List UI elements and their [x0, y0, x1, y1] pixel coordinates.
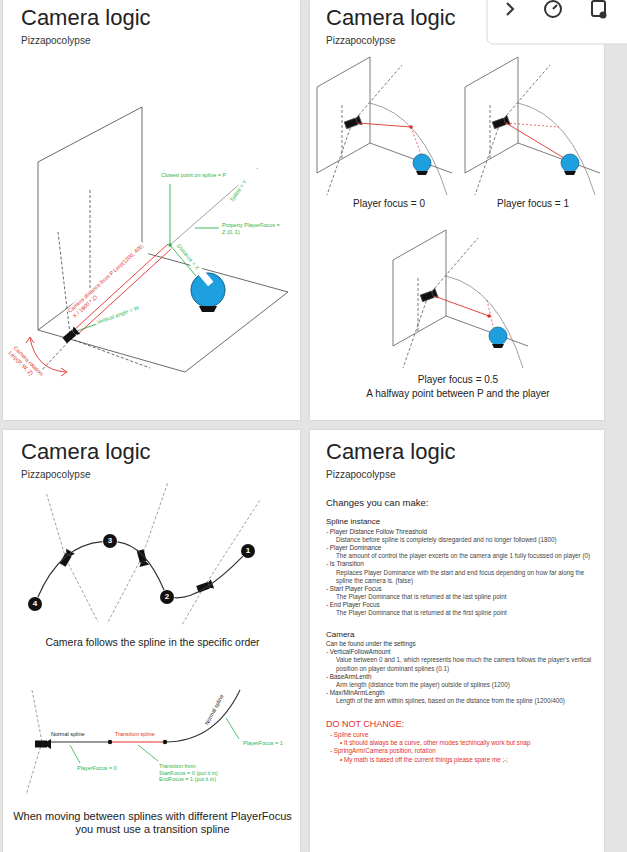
page-subtitle: Pizzapocolypse [21, 469, 90, 481]
order-circle: 3 [103, 534, 117, 548]
caption-text: A halfway point between P and the player [330, 388, 586, 400]
settings-list: Changes you can make:Spline instance- Pl… [326, 497, 592, 764]
setting-text: Distance before spline is completely dis… [326, 536, 592, 544]
callout-number: 3 [108, 537, 112, 545]
callout-number: 2 [165, 593, 169, 601]
annotation-label: PlayerFocus = 0 [76, 765, 128, 772]
annotation-label: Transition spline [114, 731, 166, 738]
caption-text: Player focus = 1 [462, 198, 604, 210]
setting-text: - BaseArmLenth [326, 673, 592, 681]
section-heading: Spline instance [326, 517, 592, 527]
section-heading: Changes you can make: [326, 497, 592, 509]
setting-text: - SpringArm/Camera position, rotation [326, 747, 592, 755]
setting-text: Arm length (distance from the player) ou… [326, 681, 592, 689]
order-circle: 2 [160, 590, 174, 604]
setting-text: - VerticalFollowAmount [326, 648, 592, 656]
setting-text: - Player Distance Follow Threashold [326, 528, 592, 536]
setting-text: - Spline curve [326, 731, 592, 739]
setting-text: - Start Player Focus [326, 585, 592, 593]
annotation-label: Closest point on spline = P [160, 172, 242, 179]
annotation-label: Transition from StartFocus = 0 (put it i… [158, 763, 222, 783]
section-heading: DO NOT CHANGE: [326, 719, 592, 731]
page-panel: Camera logicPizzapocolypse [3, 0, 300, 420]
spline-segment [117, 542, 164, 590]
spline-segment [174, 556, 242, 597]
page-subtitle: Pizzapocolypse [326, 35, 395, 47]
page-subtitle: Pizzapocolypse [21, 35, 90, 47]
setting-text: - End Player Focus [326, 601, 592, 609]
section-heading: Camera [326, 630, 592, 640]
order-circle: 4 [28, 597, 42, 611]
setting-text: • It should always be a curve, other mod… [326, 739, 592, 747]
annotation-label: PlayerFocus = 1 [242, 740, 294, 747]
setting-text: Value between 0 and 1, which represents … [326, 656, 592, 672]
spline-segment [38, 542, 103, 597]
caption-text: Player focus = 0.5 [330, 374, 586, 386]
page-panel: Camera logicPizzapocolypse [310, 0, 604, 420]
caption-text: When moving between splines with differe… [8, 810, 297, 836]
callout-number: 1 [246, 547, 250, 555]
order-circle: 1 [241, 544, 255, 558]
callout-number: 4 [33, 600, 37, 608]
setting-text: - Player Dominance [326, 544, 592, 552]
caption-text: Camera follows the spline in the specifi… [10, 636, 295, 649]
setting-text: The Player Dominance that is returned at… [326, 609, 592, 617]
setting-text: - Is Transition [326, 560, 592, 568]
setting-text: Length of the arm within splines, based … [326, 697, 592, 705]
setting-text: Replaces Player Dominance with the start… [326, 569, 592, 585]
page-title: Camera logic [326, 440, 456, 464]
setting-text: - Max/MinArmLength [326, 689, 592, 697]
page-subtitle: Pizzapocolypse [326, 469, 395, 481]
annotation-label: Normal spline [50, 731, 102, 738]
caption-text: Player focus = 0 [318, 198, 460, 210]
setting-text: The Player Dominance that is returned at… [326, 593, 592, 601]
page-title: Camera logic [21, 6, 151, 30]
setting-text: The amount of control the player excerts… [326, 552, 592, 560]
page-title: Camera logic [326, 6, 456, 30]
setting-text: Can be found under the settings [326, 640, 592, 648]
setting-text: • My math is based off the current thing… [326, 756, 592, 764]
annotation-label: Property PlayerFocus = Z (0, 1) [221, 222, 283, 235]
page-title: Camera logic [21, 440, 151, 464]
